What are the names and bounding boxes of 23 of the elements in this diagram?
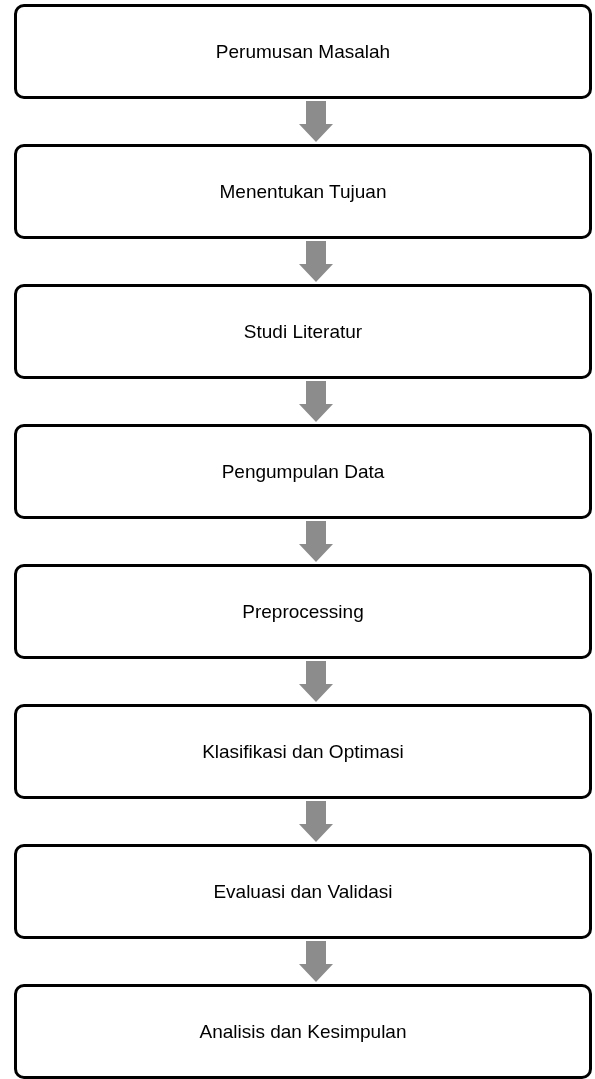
- step-label: Studi Literatur: [243, 320, 363, 343]
- step-label: Evaluasi dan Validasi: [213, 880, 393, 903]
- step-label: Preprocessing: [242, 600, 364, 623]
- block-arrow: [299, 661, 333, 702]
- process-box: [14, 424, 592, 519]
- block-arrow: [299, 101, 333, 142]
- process-box: [14, 284, 592, 379]
- block-arrow: [299, 521, 333, 562]
- step-label: Pengumpulan Data: [221, 460, 385, 483]
- process-box: [14, 564, 592, 659]
- step-label: Klasifikasi dan Optimasi: [202, 740, 404, 763]
- block-arrow: [299, 381, 333, 422]
- process-box: [14, 984, 592, 1079]
- process-box: [14, 704, 592, 799]
- step-label: Menentukan Tujuan: [219, 180, 387, 203]
- step-label: Perumusan Masalah: [215, 40, 391, 63]
- block-arrow: [299, 941, 333, 982]
- block-arrow: [299, 241, 333, 282]
- step-label: Analisis dan Kesimpulan: [199, 1020, 407, 1043]
- process-box: [14, 844, 592, 939]
- process-box: [14, 4, 592, 99]
- block-arrow: [299, 801, 333, 842]
- process-box: [14, 144, 592, 239]
